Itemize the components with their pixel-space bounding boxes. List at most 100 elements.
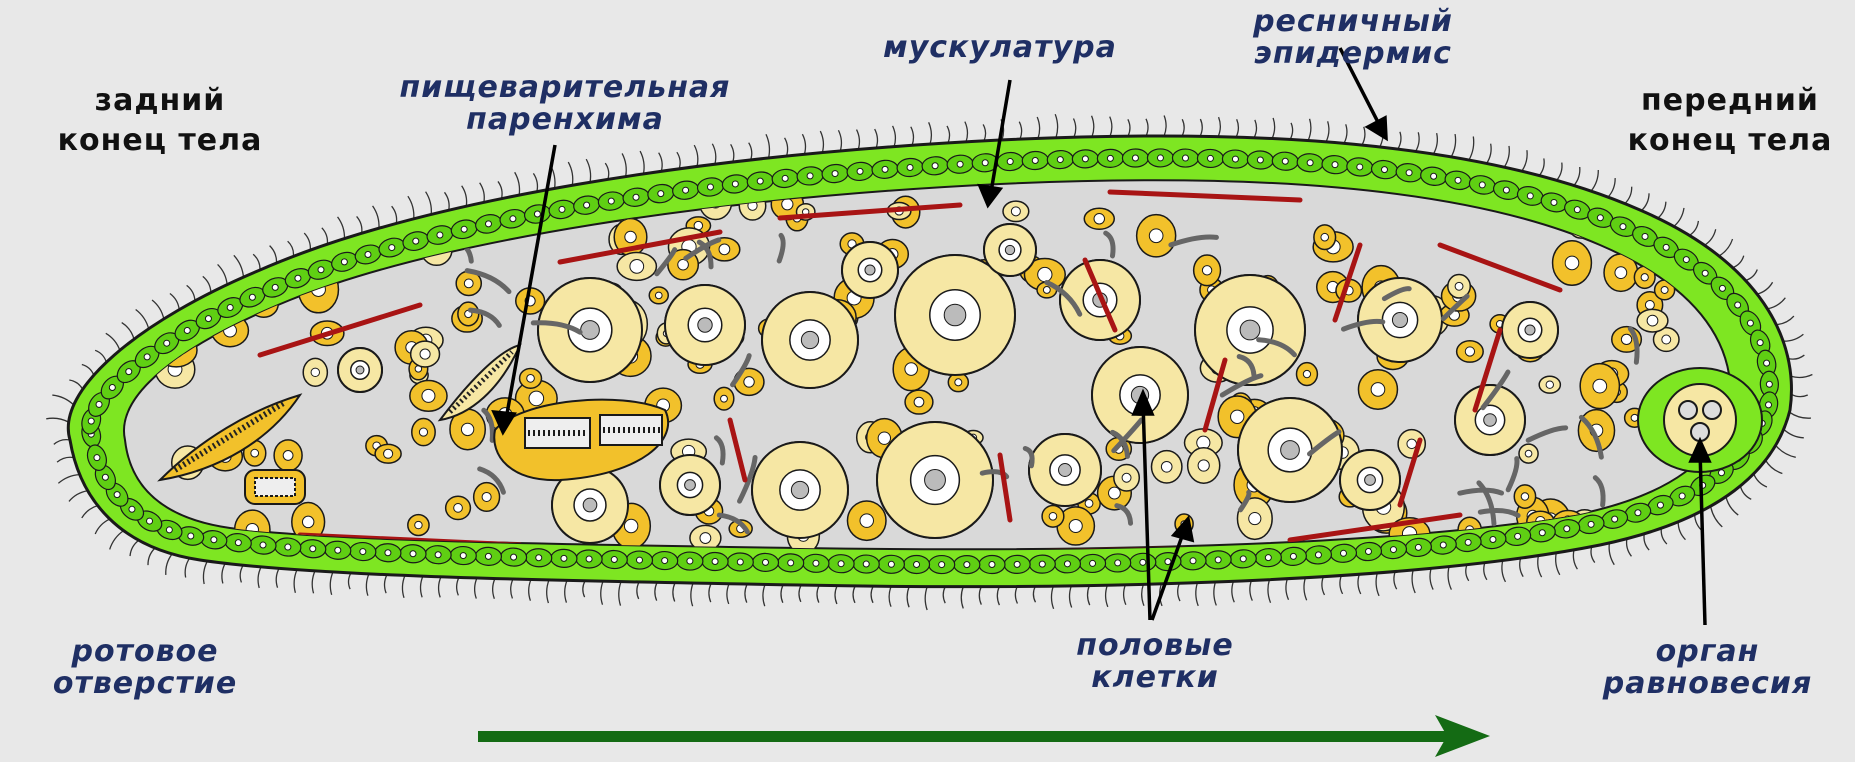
cilium	[122, 323, 134, 340]
cell-nucleus	[1157, 155, 1163, 161]
cell-nucleus	[529, 391, 544, 406]
cilium	[1766, 460, 1783, 473]
cilium	[338, 217, 345, 239]
cilium	[1073, 118, 1075, 137]
cilium	[1504, 146, 1509, 167]
cilium	[185, 558, 189, 577]
cell-nucleus	[188, 533, 194, 539]
cilium	[1232, 581, 1234, 602]
cell-nucleus	[721, 395, 728, 402]
cell-nucleus	[882, 166, 888, 172]
cell-nucleus	[318, 267, 324, 273]
cilium	[817, 585, 819, 602]
cilium	[253, 254, 260, 270]
cilium	[82, 364, 94, 375]
cell-nucleus	[344, 213, 352, 221]
cell-nucleus	[126, 369, 132, 375]
cilium	[911, 127, 914, 146]
cell-nucleus	[1315, 552, 1321, 558]
cell-nucleus	[782, 199, 793, 210]
cell-nucleus	[1431, 173, 1437, 179]
cell-nucleus	[1085, 500, 1093, 508]
cilium	[947, 126, 950, 143]
cilium	[69, 491, 88, 502]
cilium	[1051, 586, 1053, 609]
cell-nucleolus	[801, 331, 818, 348]
cilium	[929, 122, 932, 144]
cell-nucleus	[1182, 155, 1188, 161]
cilium	[677, 152, 680, 169]
cilium	[1019, 122, 1021, 139]
cilium	[106, 333, 120, 350]
cilium	[1344, 124, 1347, 143]
cilium	[785, 138, 788, 156]
cell-nucleus	[1415, 544, 1421, 550]
cilium	[889, 586, 891, 606]
cell-nucleus	[341, 259, 347, 265]
cilium	[1250, 580, 1252, 600]
cilium	[408, 196, 414, 219]
cell-nucleus	[636, 557, 642, 563]
cell-nucleus	[611, 557, 617, 563]
cilium	[1719, 239, 1733, 256]
cell-nucleus	[1303, 370, 1310, 377]
cilium	[234, 255, 244, 277]
cell-nucleus	[1365, 549, 1371, 555]
cell-nucleus	[227, 305, 233, 311]
cell-nucleus	[1621, 334, 1631, 344]
cilium	[1394, 571, 1397, 589]
cilium	[439, 577, 441, 598]
cilium	[276, 568, 279, 587]
cilium	[712, 144, 715, 165]
cilium	[1767, 298, 1785, 309]
cilium	[1609, 543, 1614, 565]
cilium	[893, 126, 896, 147]
cell-nucleus	[1645, 300, 1654, 309]
cilium	[605, 163, 608, 179]
cell-nucleolus	[685, 480, 696, 491]
cilium	[583, 581, 585, 597]
cell-nucleus	[989, 562, 995, 568]
cell-nucleus	[1215, 557, 1221, 563]
cilium	[1092, 116, 1094, 137]
cell-nucleolus	[1005, 245, 1014, 254]
cilium	[1591, 170, 1598, 191]
cilium	[1754, 474, 1767, 487]
cell-nucleus	[1231, 410, 1244, 423]
cilium	[659, 153, 663, 172]
cell-nucleus	[782, 175, 788, 181]
cell-nucleus	[295, 275, 301, 281]
cell-nucleolus	[698, 318, 712, 332]
cilium	[1538, 556, 1542, 578]
cell-nucleus	[1321, 233, 1329, 241]
cell-nucleus	[608, 198, 614, 204]
cilium	[1557, 163, 1562, 181]
cell-nucleus	[1011, 207, 1020, 216]
cilium	[749, 143, 752, 160]
cell-nucleus	[1332, 162, 1338, 168]
cilium	[1182, 119, 1184, 136]
cell-nucleus	[1406, 170, 1412, 176]
cilium	[1783, 334, 1803, 341]
cell-nucleus	[630, 260, 644, 274]
cilium	[170, 293, 179, 309]
cilium	[568, 162, 572, 185]
cell-nucleus	[1635, 510, 1641, 516]
cell-nucleus	[1381, 167, 1387, 173]
cell-nucleus	[461, 423, 473, 435]
cilium	[619, 582, 621, 606]
cilium	[1286, 579, 1289, 600]
cilium	[1520, 558, 1523, 577]
cell-nucleus	[1539, 530, 1545, 536]
cilium	[1627, 539, 1632, 557]
cilium	[1487, 144, 1491, 164]
cell-nucleus	[687, 558, 693, 564]
cilium	[1776, 316, 1794, 325]
cilium	[655, 582, 657, 600]
cell-nucleus	[1039, 561, 1045, 567]
label-ciliated-epidermis: ресничный эпидермис	[1228, 6, 1478, 70]
cilium	[294, 570, 297, 593]
cell-nucleus	[1766, 402, 1772, 408]
cell-nucleus	[584, 202, 590, 208]
cilium	[1625, 187, 1632, 204]
